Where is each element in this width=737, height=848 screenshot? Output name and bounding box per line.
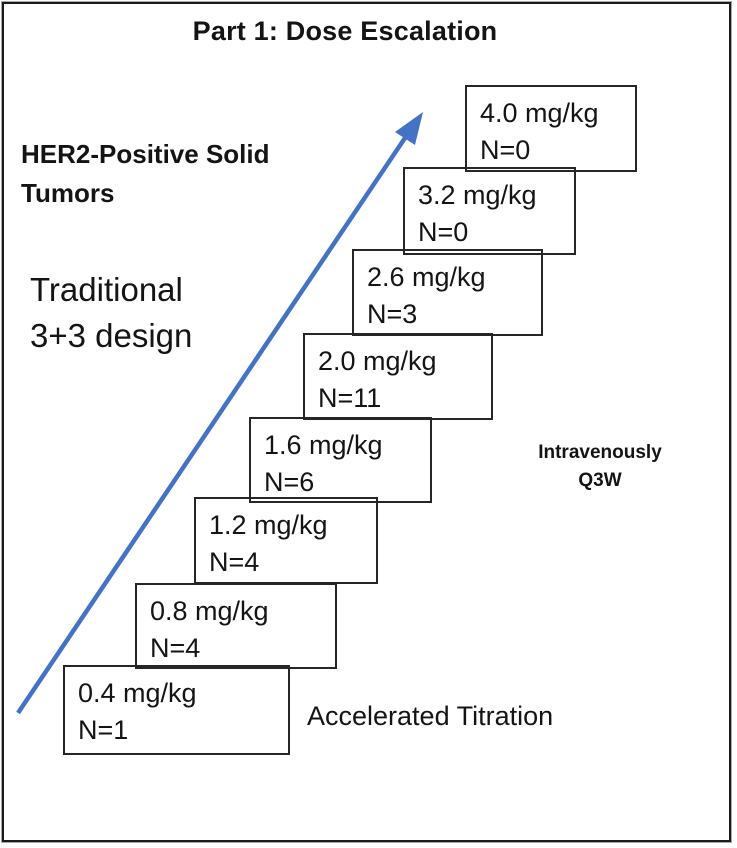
population-line-2: Tumors [21, 178, 115, 208]
dose-label: 4.0 mg/kg [480, 98, 599, 128]
enrollment-count: N=4 [209, 547, 260, 577]
dose-label: 0.4 mg/kg [78, 678, 197, 708]
accelerated-titration-label: Accelerated Titration [307, 701, 554, 731]
design-line-2: 3+3 design [30, 317, 193, 354]
dose-box-1-2: 1.2 mg/kg N=4 [194, 497, 378, 584]
dose-box-2-0: 2.0 mg/kg N=11 [303, 333, 493, 420]
diagram-frame [2, 2, 731, 842]
enrollment-count: N=11 [318, 383, 382, 413]
population-label: HER2-Positive Solid Tumors [21, 135, 270, 213]
dose-label: 1.6 mg/kg [264, 430, 383, 460]
dose-box-2-6: 2.6 mg/kg N=3 [352, 249, 543, 336]
dose-box-0-8: 0.8 mg/kg N=4 [135, 583, 337, 669]
dose-label: 1.2 mg/kg [209, 510, 328, 540]
dose-label: 3.2 mg/kg [418, 180, 537, 210]
dose-box-3-2: 3.2 mg/kg N=0 [403, 167, 576, 255]
enrollment-count: N=3 [367, 299, 418, 329]
dose-label: 0.8 mg/kg [150, 596, 269, 626]
dosing-route-label: Intravenously Q3W [505, 439, 695, 495]
dose-box-1-6: 1.6 mg/kg N=6 [249, 417, 432, 503]
dose-box-4-0: 4.0 mg/kg N=0 [465, 85, 637, 172]
dose-box-0-4: 0.4 mg/kg N=1 [63, 665, 290, 755]
enrollment-count: N=1 [78, 715, 129, 745]
enrollment-count: N=6 [264, 467, 315, 497]
diagram-title: Part 1: Dose Escalation [192, 16, 498, 46]
enrollment-count: N=0 [418, 217, 469, 247]
enrollment-count: N=4 [150, 633, 201, 663]
design-label: Traditional 3+3 design [30, 267, 192, 359]
population-line-1: HER2-Positive Solid [21, 139, 270, 169]
enrollment-count: N=0 [480, 135, 531, 165]
dose-label: 2.0 mg/kg [318, 346, 437, 376]
route-line-2: Q3W [578, 470, 622, 491]
dose-label: 2.6 mg/kg [367, 262, 486, 292]
route-line-1: Intravenously [538, 442, 662, 463]
design-line-1: Traditional [30, 271, 183, 308]
